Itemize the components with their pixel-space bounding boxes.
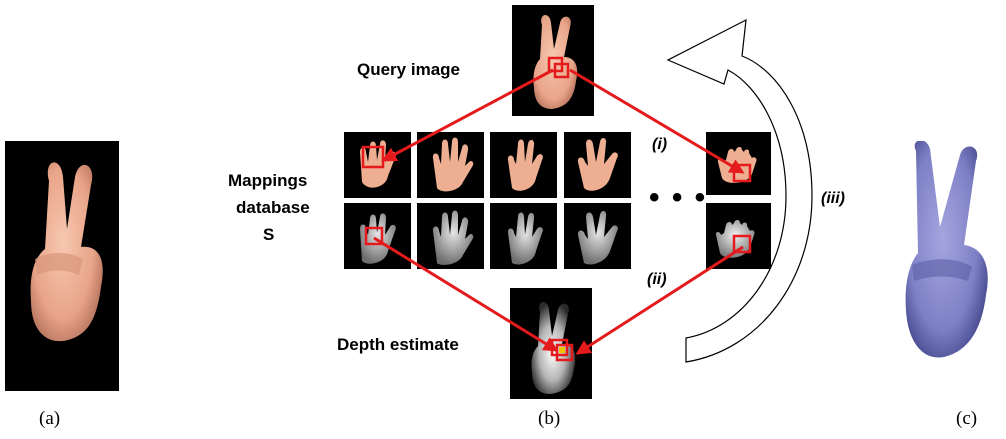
step-i-label: (i)	[652, 136, 668, 153]
database-depth-1	[344, 203, 411, 269]
database-image-2	[417, 132, 484, 198]
hand-peace-sign-icon	[533, 14, 578, 109]
step-iii-label: (iii)	[821, 190, 845, 207]
database-depth-n	[706, 203, 771, 269]
hand-mesh-icon	[905, 141, 988, 358]
database-image-n	[706, 132, 771, 195]
database-image-4	[564, 132, 631, 198]
ellipsis: • • •	[649, 181, 708, 214]
mappings-database-label-line3: S	[263, 225, 275, 244]
depth-estimate-image	[510, 288, 592, 399]
step-ii-label: (ii)	[647, 271, 667, 288]
mappings-database-label-line2: database	[236, 198, 310, 217]
hand-peace-sign-icon	[30, 162, 103, 342]
caption-c: (c)	[956, 408, 978, 429]
depth-estimate-label: Depth estimate	[337, 335, 459, 354]
query-image	[512, 5, 594, 116]
mappings-database-label-line1: Mappings	[228, 171, 308, 190]
reconstructed-3d-mesh	[888, 141, 1006, 391]
database-depth-2	[417, 203, 484, 269]
query-image-label: Query image	[357, 60, 460, 79]
database-image-1	[344, 132, 411, 198]
input-hand-image	[5, 141, 119, 391]
database-depth-3	[490, 203, 557, 269]
database-image-3	[490, 132, 557, 198]
database-depth-4	[564, 203, 631, 269]
caption-b: (b)	[538, 408, 561, 429]
caption-a: (a)	[39, 408, 61, 429]
